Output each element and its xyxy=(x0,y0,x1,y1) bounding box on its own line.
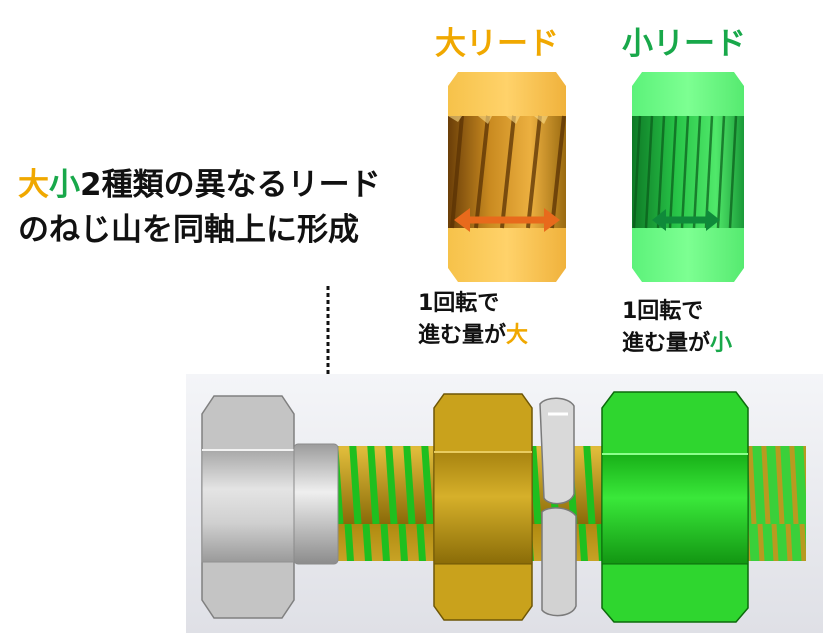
headline-small-word: 小 xyxy=(49,167,80,203)
bolt-assembly xyxy=(186,374,823,633)
small-lead-desc-line2: 進む量が小 xyxy=(622,328,732,360)
large-lead-desc-prefix: 進む量が xyxy=(418,323,507,348)
orange-double-arrow xyxy=(454,208,560,232)
spring-washer xyxy=(539,397,577,617)
headline-rest: 2種類の異なるリード xyxy=(80,167,381,203)
green-nut xyxy=(601,391,749,623)
large-lead-title: 大リード xyxy=(435,26,559,62)
large-lead-desc-accent: 大 xyxy=(506,323,529,348)
gold-nut xyxy=(433,393,533,621)
large-lead-desc-line1: 1回転で xyxy=(418,291,500,316)
small-lead-description: 1回転で 進む量が小 xyxy=(622,296,732,360)
headline-line-1: 大小2種類の異なるリード xyxy=(18,163,381,208)
bolt-head xyxy=(201,395,295,619)
small-lead-desc-prefix: 進む量が xyxy=(622,331,711,356)
large-lead-desc-line2: 進む量が大 xyxy=(418,320,528,352)
small-lead-title: 小リード xyxy=(622,26,746,62)
large-lead-description: 1回転で 進む量が大 xyxy=(418,288,528,352)
small-lead-desc-accent: 小 xyxy=(710,331,733,356)
headline-large-word: 大 xyxy=(18,167,49,203)
small-lead-nut-section xyxy=(632,72,744,282)
small-lead-desc-line1: 1回転で xyxy=(622,299,704,324)
green-double-arrow xyxy=(652,209,720,231)
headline: 大小2種類の異なるリード のねじ山を同軸上に形成 xyxy=(18,163,381,253)
headline-line-2: のねじ山を同軸上に形成 xyxy=(18,212,359,248)
large-lead-nut-section xyxy=(448,72,566,282)
